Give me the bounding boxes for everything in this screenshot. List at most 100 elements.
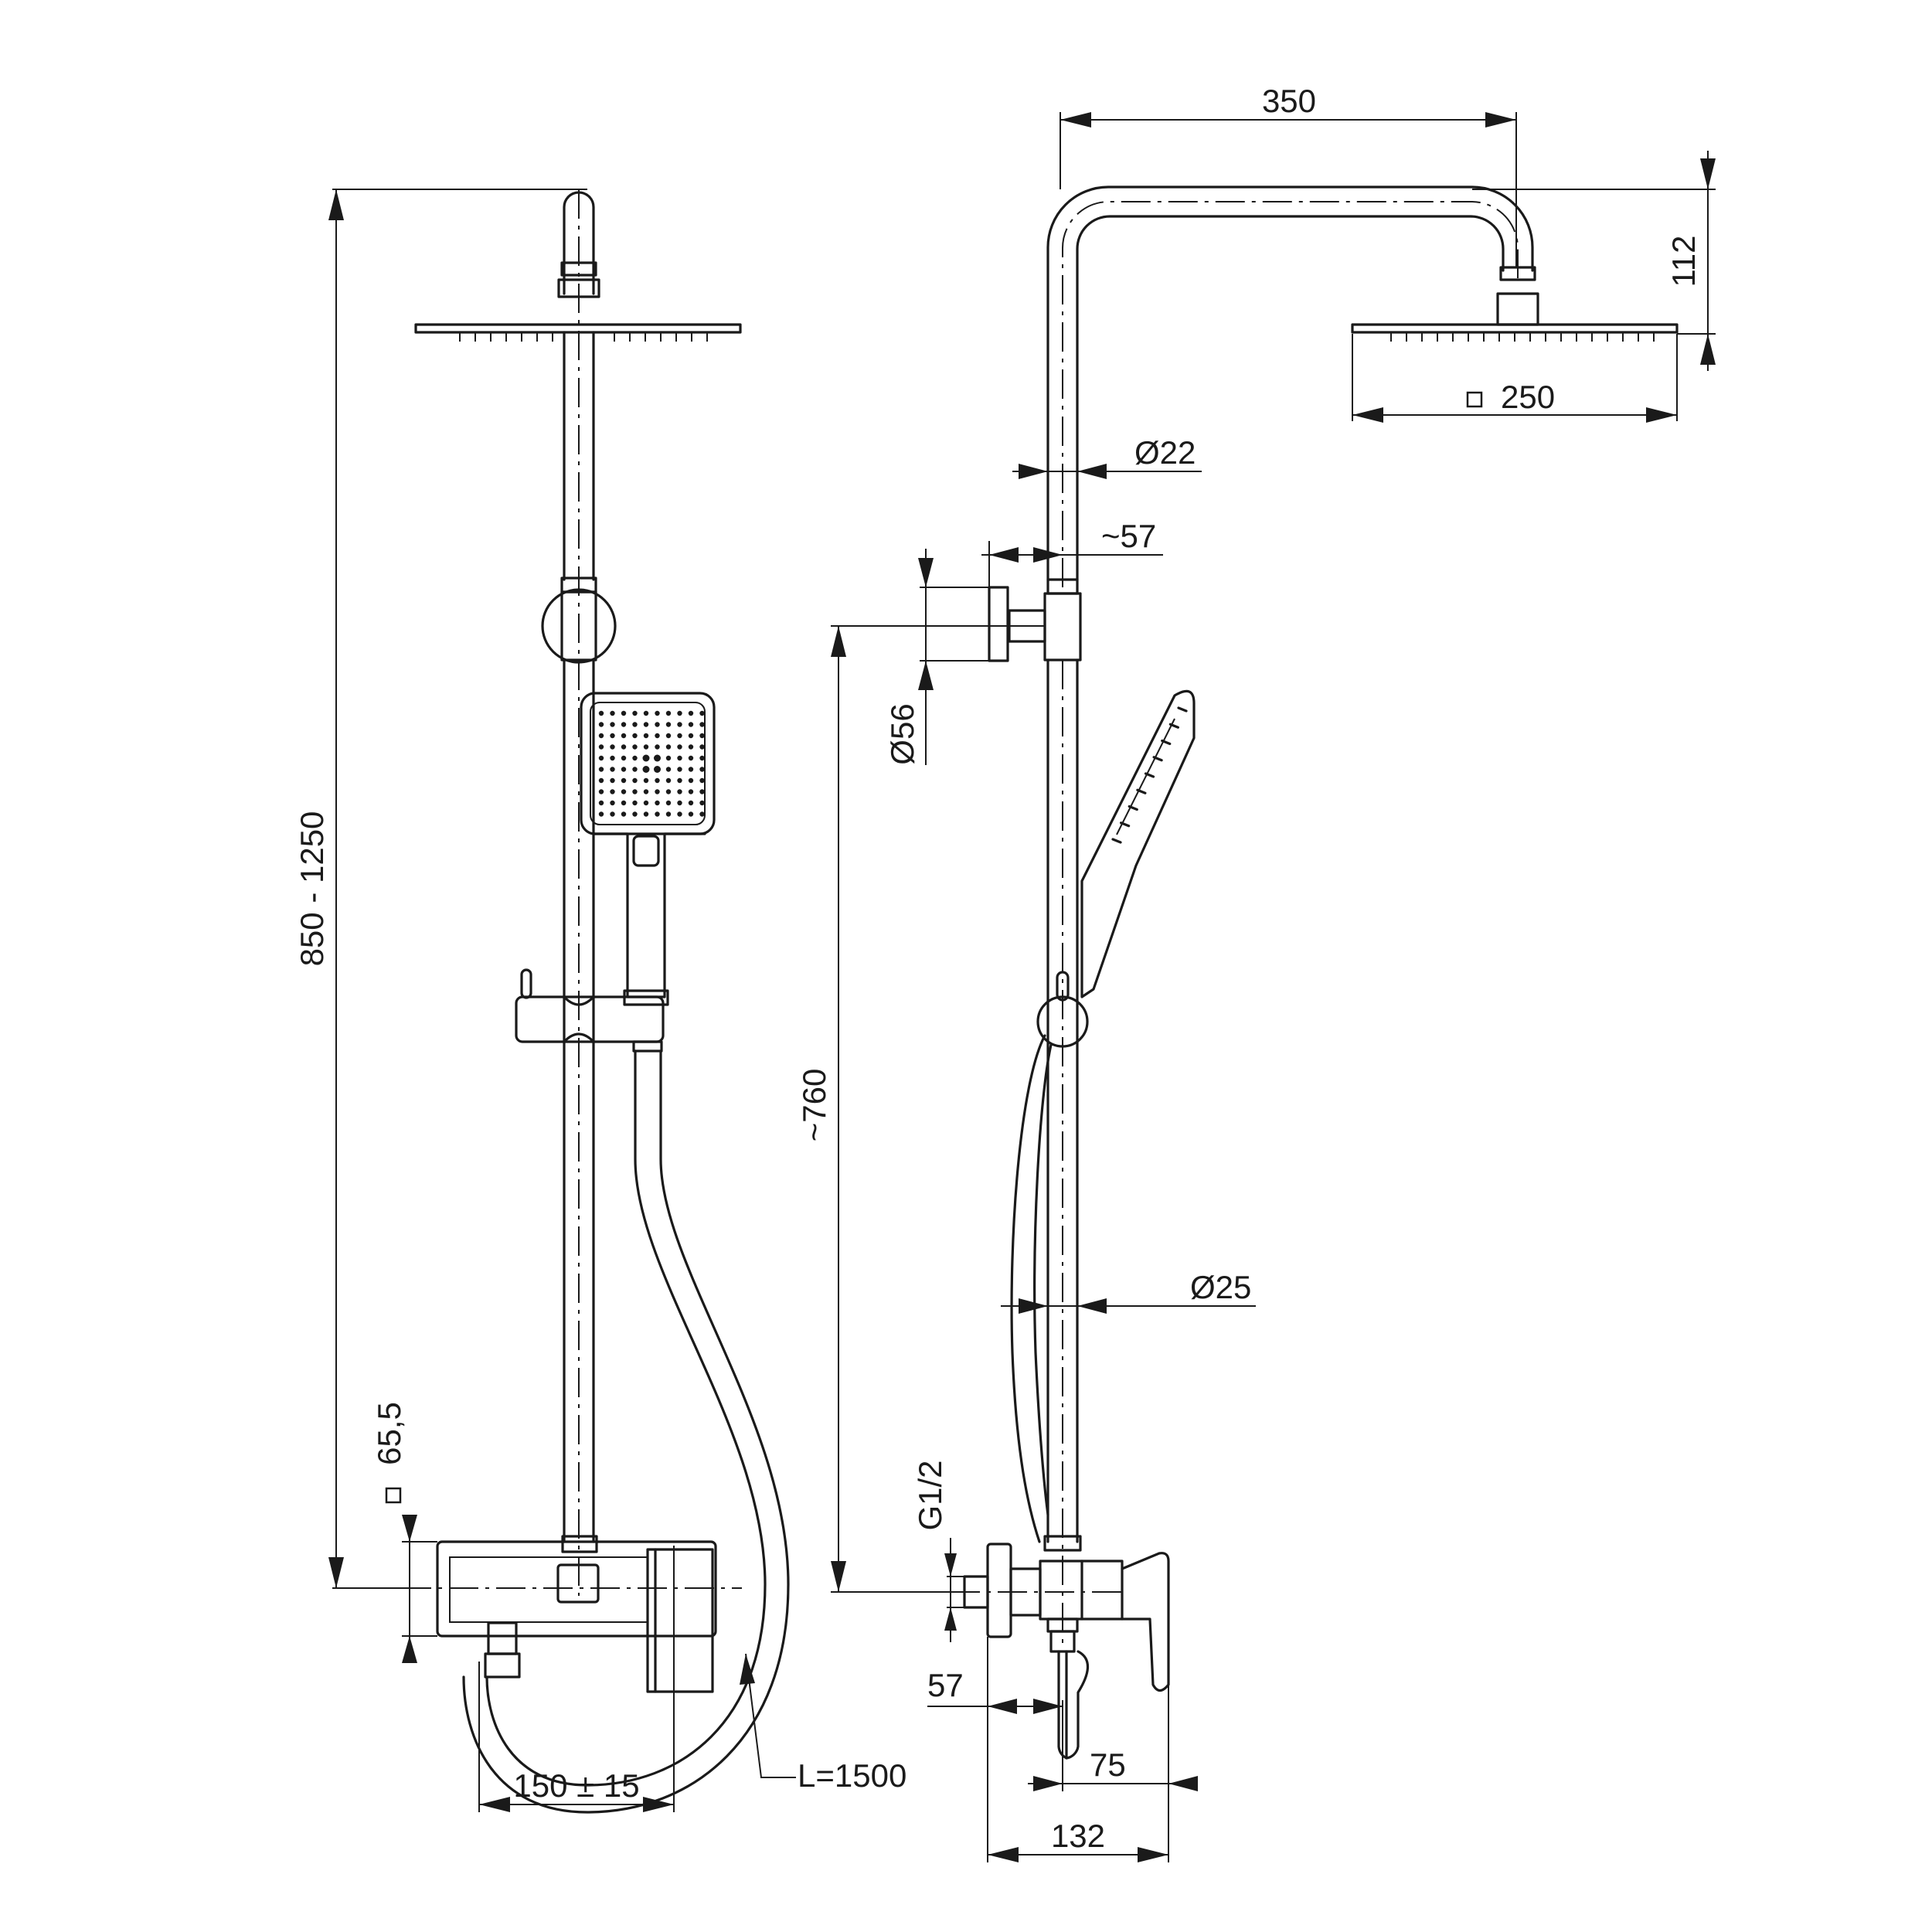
spray-dot <box>688 767 694 772</box>
spray-dot <box>632 755 638 761</box>
side-nozzle <box>1168 723 1179 729</box>
arrow-height-bottom <box>328 1557 344 1588</box>
spray-dot <box>688 710 694 716</box>
spray-dot <box>655 710 660 716</box>
label-bracket-dia: Ø56 <box>884 703 920 764</box>
spray-dot <box>699 755 705 761</box>
spray-dot <box>655 789 660 794</box>
spray-dot <box>643 811 649 817</box>
spray-dot <box>688 733 694 739</box>
side-wall-flange <box>988 586 1009 662</box>
spray-dot <box>688 800 694 806</box>
label-slide-height: ~760 <box>796 1069 832 1142</box>
arrow-hose-length <box>740 1654 755 1685</box>
arrow-112-bottom <box>1700 334 1716 365</box>
front-slider-notch-top <box>563 995 595 1006</box>
spray-dot <box>598 777 604 784</box>
label-centres: 150 ± 15 <box>513 1767 639 1804</box>
leader-hose-length <box>745 1653 796 1778</box>
spray-dot <box>598 789 604 794</box>
spray-dot <box>598 710 604 716</box>
label-inlet-thread: G1/2 <box>912 1460 948 1530</box>
spray-dot <box>665 733 672 739</box>
spray-dot <box>688 777 694 784</box>
spray-dot <box>699 777 705 784</box>
spray-dot <box>621 777 627 784</box>
spray-dot <box>688 789 694 794</box>
spray-dot <box>610 755 615 761</box>
spray-dot <box>632 744 638 750</box>
spray-dot <box>621 800 627 806</box>
spray-dot <box>654 754 661 762</box>
arrow-mixer-bottom <box>402 1636 417 1663</box>
side-nozzle <box>1128 804 1138 811</box>
dimension-labels: 350 112 250 Ø22 ~57 Ø56 850 - 1250 ~760 … <box>294 83 1702 1854</box>
spray-dot <box>655 744 660 750</box>
spray-dot <box>610 789 615 794</box>
front-hose-outer <box>485 1049 767 1787</box>
spray-dot <box>655 811 660 817</box>
side-mixer-lever <box>1121 1552 1170 1692</box>
spray-dot <box>699 767 705 772</box>
label-pipe-dia-top: Ø22 <box>1134 434 1196 471</box>
side-bracket-clamp <box>1043 592 1082 662</box>
arrow-g12-bottom <box>944 1607 957 1631</box>
arrow-mixer-top <box>402 1515 417 1542</box>
dimension-lines <box>328 112 1716 1862</box>
arrow-56-top <box>918 558 934 587</box>
spray-dot <box>677 800 682 806</box>
arrow-56-bottom <box>918 661 934 690</box>
front-view <box>402 189 790 1814</box>
spray-dot <box>688 811 694 817</box>
spray-dot <box>699 744 705 750</box>
spray-dot <box>655 777 660 784</box>
arrow-g12-top <box>944 1553 957 1577</box>
front-mixer-top-nut <box>561 1535 598 1553</box>
side-arm-centerline <box>1062 201 1519 587</box>
arrow-25-left <box>1019 1298 1048 1314</box>
spray-dot <box>677 777 682 784</box>
spray-dot <box>665 722 672 727</box>
spray-dot <box>655 733 660 739</box>
front-mixer-body <box>436 1540 717 1638</box>
spray-dot <box>665 755 672 761</box>
spray-dot <box>621 789 627 794</box>
front-ball-joint <box>541 588 617 664</box>
spray-dot <box>699 710 705 716</box>
front-head-nozzles <box>459 332 708 342</box>
front-hose-inner <box>462 1049 790 1814</box>
spray-dot <box>598 800 604 806</box>
spray-dot <box>677 811 682 817</box>
front-mixer-panel <box>449 1556 648 1623</box>
label-pipe-dia-bottom: Ø25 <box>1190 1269 1251 1305</box>
spray-dot <box>643 777 649 784</box>
spray-dot <box>621 811 627 817</box>
arrow-75-left <box>1033 1776 1063 1791</box>
arrow-760-bottom <box>831 1561 846 1592</box>
front-slider-notch-bottom <box>563 1032 595 1043</box>
spray-dot <box>677 710 682 716</box>
spray-dot <box>699 800 705 806</box>
spray-dot <box>642 766 650 773</box>
spray-dot <box>621 710 627 716</box>
side-outlet-fitting <box>1049 1630 1076 1653</box>
side-hose-outer <box>1010 1034 1046 1543</box>
spray-dot <box>632 722 638 727</box>
arrow-350-left <box>1060 112 1091 128</box>
spray-dot <box>643 800 649 806</box>
side-nozzle <box>1161 739 1172 746</box>
arrow-75-right <box>1168 1776 1198 1791</box>
spray-dot <box>677 722 682 727</box>
spray-dot <box>598 755 604 761</box>
spray-dot <box>699 722 705 727</box>
spray-dot <box>677 767 682 772</box>
side-shower-head <box>1351 323 1679 334</box>
spray-dot <box>621 722 627 727</box>
arrow-760-top <box>831 626 846 657</box>
front-hand-shower-grip <box>592 832 706 998</box>
spray-dot <box>610 744 615 750</box>
side-slider-pin <box>1056 971 1070 1002</box>
label-spout-offset: 75 <box>1090 1747 1126 1783</box>
front-slider-knob <box>520 968 532 999</box>
